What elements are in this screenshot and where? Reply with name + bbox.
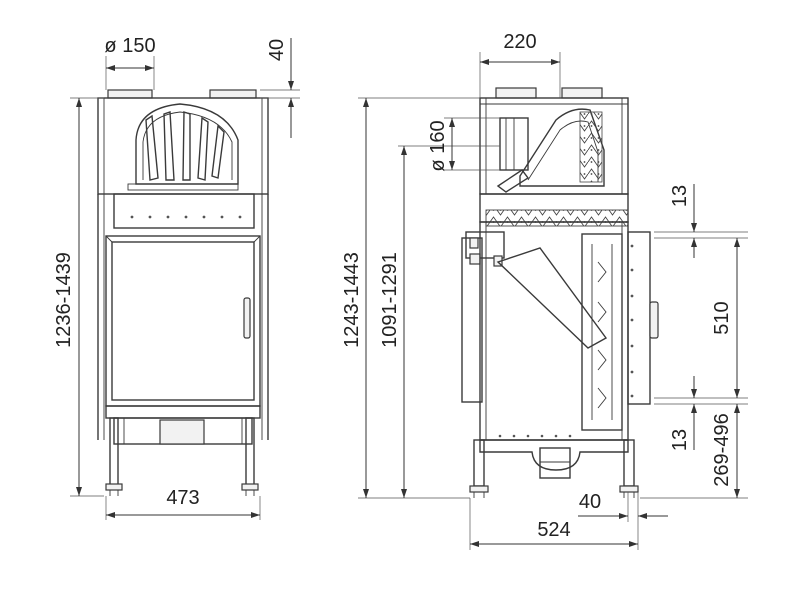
front-door-frame (105, 235, 261, 407)
side-rear-panel (627, 231, 651, 405)
front-flue-collar-left (107, 89, 153, 99)
label-side-flue-diameter: ø 160 (427, 120, 449, 171)
front-view (97, 89, 269, 496)
front-control-box (159, 419, 205, 445)
side-upper-housing (479, 97, 629, 195)
label-side-top-width: 220 (503, 31, 536, 53)
dimension-labels: ø 150 40 1236-1439 473 220 1243-1443 109… (53, 31, 733, 541)
label-side-offset: 40 (579, 491, 601, 513)
label-frame-bottom: 13 (669, 429, 691, 451)
front-mid-band (113, 193, 255, 229)
side-view (461, 87, 659, 498)
front-door-handle (243, 297, 251, 339)
label-side-depth: 524 (537, 519, 570, 541)
front-leg-right (245, 417, 255, 489)
side-dimensions (358, 52, 748, 550)
side-main-body (479, 221, 629, 441)
side-chamber-top (519, 108, 605, 187)
label-front-height: 1236-1439 (53, 252, 75, 348)
side-baffle (496, 247, 608, 349)
label-top-clearance: 40 (266, 39, 288, 61)
label-frame-top: 13 (669, 185, 691, 207)
side-insulation-band (485, 209, 629, 227)
side-ash-box (539, 447, 571, 479)
label-side-height: 1243-1443 (341, 252, 363, 348)
label-front-width: 473 (166, 487, 199, 509)
label-front-flue-diameter: ø 150 (104, 35, 155, 57)
label-side-inner-height: 1091-1291 (379, 252, 401, 348)
front-convection-dome (135, 103, 239, 185)
label-base-height: 269-496 (711, 413, 733, 486)
front-flue-collar-right (209, 89, 257, 99)
front-door-glass (111, 241, 255, 401)
label-glass-height: 510 (711, 301, 733, 334)
front-dimensions (70, 38, 300, 520)
